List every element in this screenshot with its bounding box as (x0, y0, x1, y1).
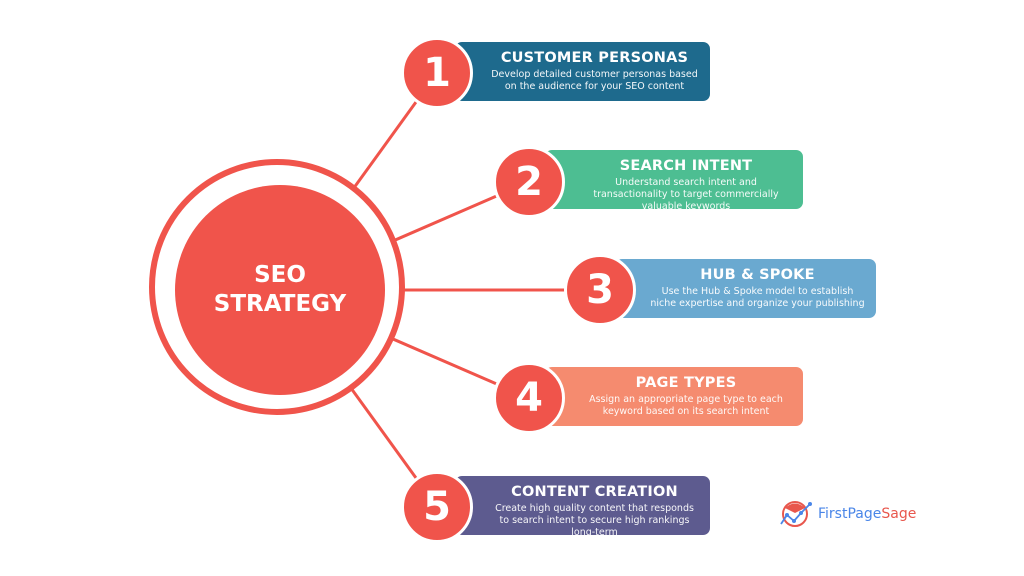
center-circle: SEO STRATEGY (175, 185, 385, 395)
center-title-line1: SEO (254, 262, 306, 288)
logo-text-second: Sage (881, 506, 917, 522)
logo-text-first: FirstPage (818, 506, 882, 522)
step-card-4: PAGE TYPES Assign an appropriate page typ… (545, 367, 803, 426)
step-title: SEARCH INTENT (619, 158, 753, 174)
logo-icon (780, 501, 812, 527)
step-description: Create high quality content that respond… (495, 503, 694, 538)
step-card-1: CUSTOMER PERSONAS Develop detailed custom… (455, 42, 710, 101)
center-title-line2: STRATEGY (213, 291, 347, 317)
step-number-badge: 4 (493, 362, 565, 434)
step-description: Use the Hub & Spoke model to establish n… (650, 286, 865, 309)
step-title: CONTENT CREATION (511, 484, 678, 500)
step-description: Assign an appropriate page type to each … (589, 394, 783, 417)
step-title: CUSTOMER PERSONAS (500, 50, 689, 66)
firstpagesage-logo: FirstPageSage (780, 499, 916, 529)
step-card-5: CONTENT CREATION Create high quality cont… (455, 476, 710, 538)
step-card-2: SEARCH INTENT Understand search intent an… (545, 150, 803, 212)
step-card-3: HUB & SPOKE Use the Hub & Spoke model to … (615, 259, 876, 318)
step-number-badge: 5 (401, 471, 473, 543)
step-number-badge: 2 (493, 146, 565, 218)
step-description: Develop detailed customer personas based… (491, 69, 698, 92)
step-number-badge: 3 (564, 254, 636, 326)
step-title: HUB & SPOKE (700, 267, 815, 283)
step-number-badge: 1 (401, 37, 473, 109)
step-title: PAGE TYPES (635, 375, 737, 391)
step-description: Understand search intent and transaction… (593, 177, 779, 212)
